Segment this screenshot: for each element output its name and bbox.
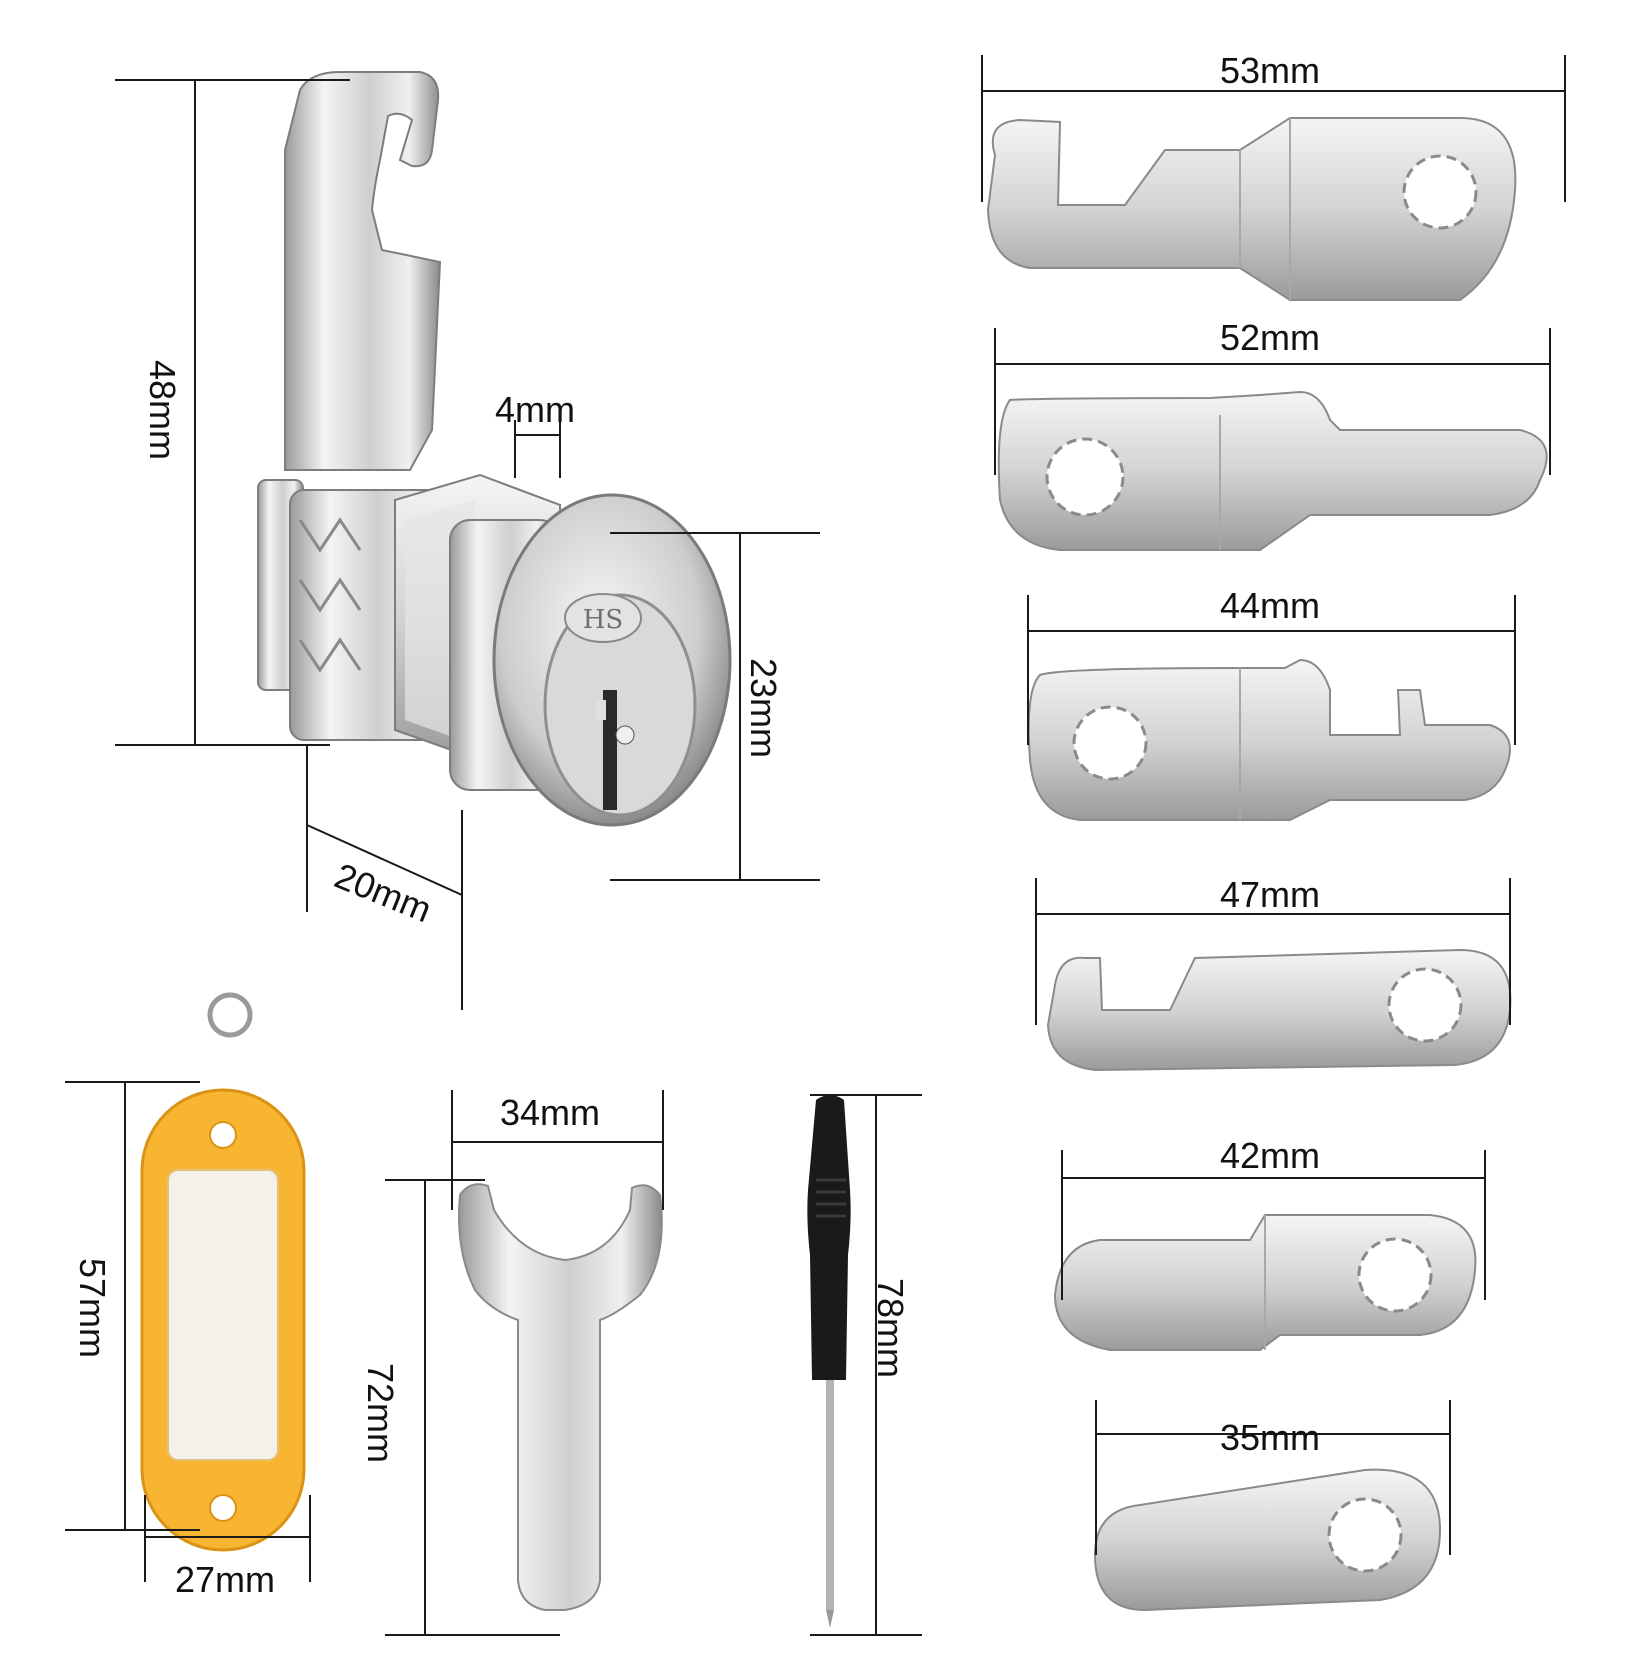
lock-height-label: 48mm [142, 360, 183, 461]
screwdriver-dimension-lines [810, 1094, 922, 1636]
cam-plate-icon [1053, 1214, 1477, 1351]
key-tag-icon [140, 992, 306, 1552]
screwdriver-length-label: 78mm [870, 1278, 911, 1379]
cam-plate-icon [1046, 948, 1512, 1072]
lock-dimension-lines [115, 79, 820, 1010]
screwdriver-icon [807, 1095, 851, 1628]
lock-shaft-label: 4mm [495, 389, 575, 430]
cam-2-label: 52mm [1220, 317, 1321, 358]
cam-3-label: 44mm [1220, 585, 1321, 626]
wrench-icon [458, 1183, 663, 1611]
cam-lock-icon: HS [257, 71, 732, 827]
wrench-dimension-lines [385, 1090, 664, 1636]
cam-1-label: 53mm [1220, 50, 1321, 91]
tag-height-label: 57mm [72, 1258, 113, 1359]
cam-dimension-lines [981, 55, 1566, 1555]
cam-5-label: 42mm [1220, 1135, 1321, 1176]
tag-dimension-lines [65, 1081, 311, 1582]
wrench-width-label: 34mm [500, 1092, 601, 1133]
cam-plate-icon [997, 390, 1548, 551]
cam-plate-icon [1093, 1468, 1442, 1612]
lock-face-diameter-label: 23mm [743, 658, 784, 759]
cam-plate-icon [1027, 658, 1511, 821]
cam-plate-icon [986, 117, 1517, 301]
tag-width-label: 27mm [175, 1559, 276, 1600]
cam-6-label: 35mm [1220, 1417, 1321, 1458]
cam-4-label: 47mm [1220, 874, 1321, 915]
wrench-height-label: 72mm [360, 1363, 401, 1464]
lock-face-engraving: HS [583, 605, 624, 635]
